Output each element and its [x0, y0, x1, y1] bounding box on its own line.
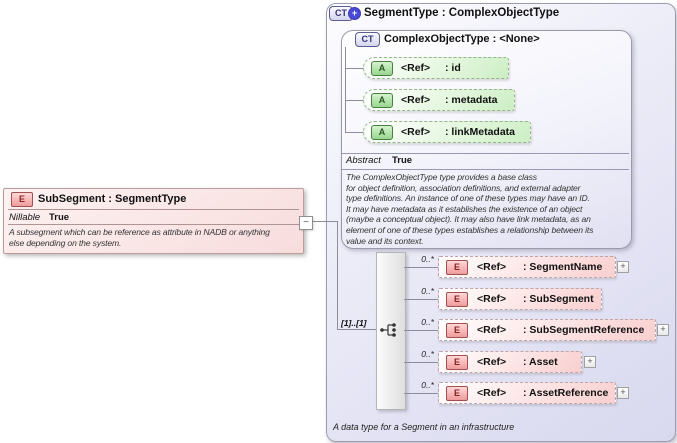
subsegment-element-box[interactable]: E SubSegment : SegmentType Nillable True…: [3, 188, 304, 254]
divider: [8, 209, 299, 210]
attribute-ref: <Ref>: [401, 62, 431, 74]
connector-line: [312, 221, 338, 222]
element-row-segmentname[interactable]: E <Ref> : SegmentName: [438, 256, 616, 278]
element-icon: E: [446, 259, 468, 275]
element-icon: E: [446, 385, 468, 401]
element-ref: <Ref>: [477, 356, 507, 368]
property-value: True: [392, 155, 413, 166]
connector-line: [345, 47, 346, 132]
element-name: : SubSegment: [523, 293, 594, 305]
element-name: : SubSegmentReference: [523, 324, 645, 336]
element-ref: <Ref>: [477, 387, 507, 399]
attribute-row-linkmetadata[interactable]: A <Ref> : linkMetadata: [363, 121, 531, 143]
element-description: A subsegment which can be reference as a…: [9, 227, 270, 248]
attribute-ref: <Ref>: [401, 94, 431, 106]
attribute-icon: A: [371, 124, 393, 140]
element-row-subsegmentreference[interactable]: E <Ref> : SubSegmentReference: [438, 319, 656, 341]
element-ref: <Ref>: [477, 324, 507, 336]
connector-line: [404, 267, 438, 268]
element-ref: <Ref>: [477, 293, 507, 305]
connector-line: [404, 362, 438, 363]
element-row-asset[interactable]: E <Ref> : Asset: [438, 351, 582, 373]
connector-line: [345, 68, 363, 69]
complex-type-plus-icon: CT +: [329, 6, 363, 21]
element-row-subsegment[interactable]: E <Ref> : SubSegment: [438, 288, 602, 310]
connector-line: [337, 221, 338, 330]
divider: [342, 153, 629, 154]
panel-title: SegmentType : ComplexObjectType: [364, 7, 560, 19]
element-name: : SegmentName: [523, 261, 603, 273]
divider: [342, 169, 629, 170]
collapse-icon[interactable]: −: [299, 216, 313, 230]
expand-icon[interactable]: +: [584, 356, 596, 368]
attribute-row-metadata[interactable]: A <Ref> : metadata: [363, 89, 515, 111]
expand-icon[interactable]: +: [617, 387, 629, 399]
element-icon: E: [11, 192, 33, 207]
cardinality-label: 0..*: [421, 349, 434, 359]
sequence-icon: [380, 323, 396, 337]
property-value: True: [49, 212, 70, 223]
element-header: E SubSegment : SegmentType: [4, 189, 303, 209]
occurrence-label: [1]..[1]: [341, 318, 367, 328]
base-type-description: The ComplexObjectType type provides a ba…: [346, 172, 594, 246]
attribute-name: : id: [445, 62, 461, 74]
element-name: : AssetReference: [523, 387, 609, 399]
attribute-ref: <Ref>: [401, 126, 431, 138]
element-ref: <Ref>: [477, 261, 507, 273]
attribute-name: : linkMetadata: [445, 126, 516, 138]
property-label: Abstract: [346, 155, 381, 166]
expand-icon[interactable]: +: [657, 324, 669, 336]
element-title: SubSegment : SegmentType: [38, 193, 187, 205]
plus-badge-icon: +: [348, 7, 361, 20]
element-icon: E: [446, 322, 468, 338]
cardinality-label: 0..*: [421, 254, 434, 264]
divider: [8, 224, 299, 225]
element-row-assetreference[interactable]: E <Ref> : AssetReference: [438, 382, 616, 404]
connector-line: [404, 393, 438, 394]
connector-line: [404, 299, 438, 300]
connector-line: [337, 329, 376, 330]
connector-line: [345, 132, 363, 133]
attribute-row-id[interactable]: A <Ref> : id: [363, 57, 509, 79]
cardinality-label: 0..*: [421, 380, 434, 390]
attribute-icon: A: [371, 92, 393, 108]
base-type-title: ComplexObjectType : <None>: [384, 33, 540, 45]
attribute-name: : metadata: [445, 94, 498, 106]
cardinality-label: 0..*: [421, 286, 434, 296]
expand-icon[interactable]: +: [617, 261, 629, 273]
panel-footer-annotation: A data type for a Segment in an infrastr…: [333, 422, 515, 432]
ct-icon: CT: [355, 32, 380, 47]
cardinality-label: 0..*: [421, 317, 434, 327]
connector-line: [345, 100, 363, 101]
element-name: : Asset: [523, 356, 558, 368]
element-icon: E: [446, 354, 468, 370]
attribute-icon: A: [371, 60, 393, 76]
property-label: Nillable: [9, 212, 41, 223]
element-icon: E: [446, 291, 468, 307]
connector-line: [404, 330, 438, 331]
